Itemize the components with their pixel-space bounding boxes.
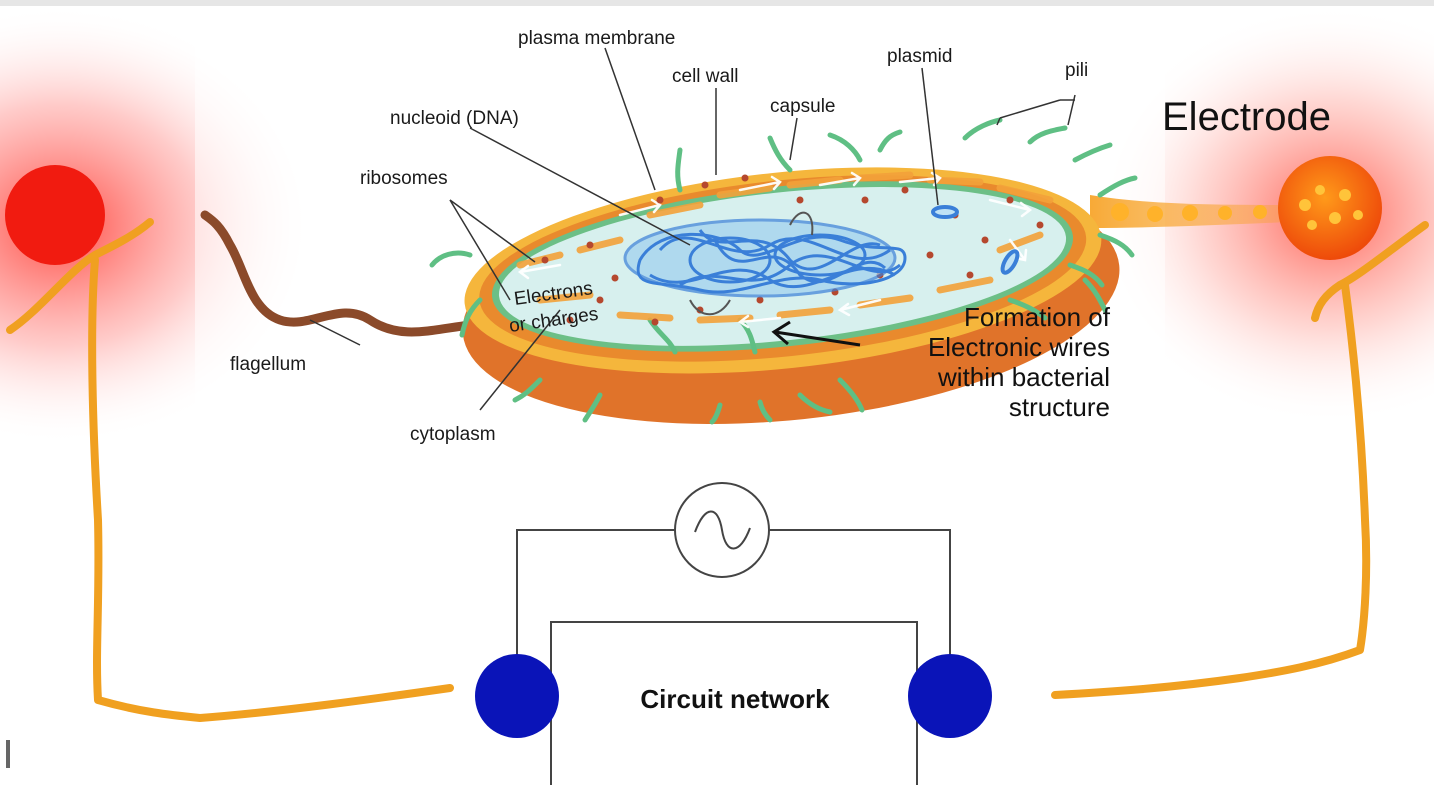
capsule-label: capsule: [770, 96, 836, 117]
cytoplasm-label: cytoplasm: [410, 424, 496, 445]
nucleoid-label: nucleoid (DNA): [390, 108, 519, 129]
right-terminal: [908, 654, 992, 738]
beam-dots: [1111, 203, 1267, 222]
top-border: [0, 0, 1434, 6]
electrode-label: Electrode: [1162, 95, 1331, 139]
flagellum: [200, 210, 475, 337]
leader-lines: [309, 47, 1076, 411]
ribosomes-label: ribosomes: [360, 168, 448, 189]
pili-label: pili: [1065, 60, 1088, 81]
left-electrode: [5, 165, 105, 265]
dna-loop: [789, 211, 814, 236]
plasmid-label: plasmid: [887, 46, 952, 67]
formation-label-line2: Electronic wires: [928, 332, 1110, 362]
pili: [429, 117, 1138, 425]
left-edge-mark: [6, 740, 10, 768]
flagellum-label: flagellum: [230, 354, 306, 375]
formation-label-line4: structure: [1009, 392, 1110, 422]
formation-label-line3: within bacterial: [937, 362, 1110, 392]
wire-pointer-arrow: [771, 320, 861, 347]
circuit-loop: [516, 529, 951, 690]
right-electrode: [1278, 156, 1382, 260]
nucleoid-dna: [623, 218, 907, 298]
plasma-membrane-label: plasma membrane: [518, 28, 675, 49]
cell-wall-label: cell wall: [672, 66, 739, 87]
right-wire: [1051, 221, 1429, 699]
formation-label-line1: Formation of: [964, 302, 1111, 332]
circuit-box: [550, 621, 918, 785]
dna-strand: [689, 299, 731, 316]
left-terminal: [475, 654, 559, 738]
electron-arrows: [517, 171, 1033, 329]
plasmids: [931, 205, 1020, 275]
ac-source-icon: [674, 482, 770, 578]
electron-wires: [516, 171, 1054, 324]
left-wire: [6, 218, 454, 722]
circuit-network-label: Circuit network: [640, 684, 830, 714]
right-electrode-dots: [1299, 185, 1363, 230]
